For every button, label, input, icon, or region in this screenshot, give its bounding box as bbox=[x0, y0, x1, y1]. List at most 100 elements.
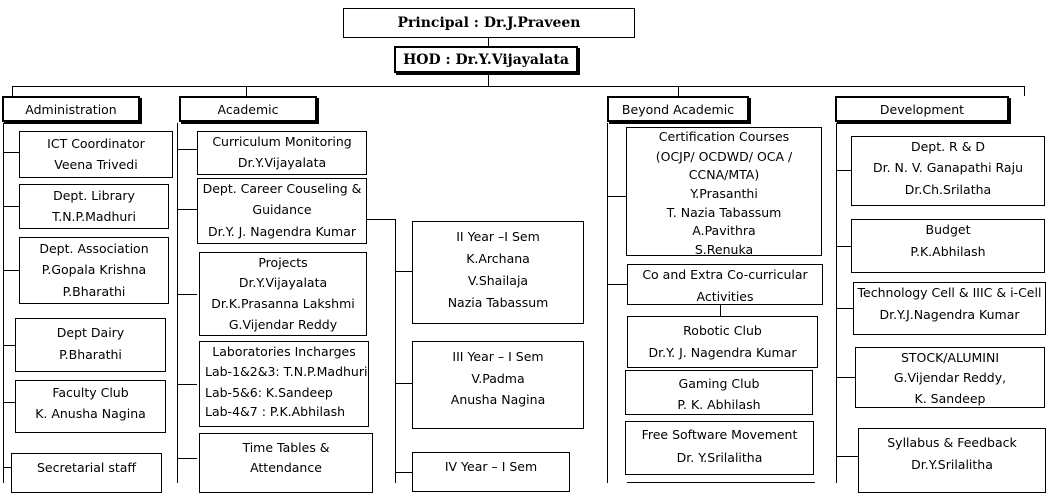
second-year-box: II Year –I Sem K.Archana V.Shailaja Nazi… bbox=[412, 221, 584, 324]
second-year-name-1: K.Archana bbox=[466, 251, 530, 266]
career-counseling-name: Dr.Y. J. Nagendra Kumar bbox=[207, 224, 356, 239]
academic-spine bbox=[177, 123, 178, 483]
connector bbox=[177, 209, 197, 210]
technology-cell-box: Technology Cell & IIIC & i-Cell Dr.Y.J.N… bbox=[853, 282, 1046, 335]
budget-name: P.K.Abhilash bbox=[910, 244, 986, 259]
hod-box: HOD : Dr.Y.Vijayalata bbox=[394, 46, 578, 73]
projects-name-2: Dr.K.Prasanna Lakshmi bbox=[211, 296, 355, 311]
connector bbox=[1024, 86, 1025, 96]
dept-dairy-name: P.Bharathi bbox=[59, 347, 122, 362]
dept-association-name-2: P.Bharathi bbox=[62, 284, 126, 299]
connector bbox=[177, 149, 197, 150]
development-header: Development bbox=[835, 96, 1009, 122]
co-curricular-title-1: Co and Extra Co-curricular bbox=[642, 267, 808, 282]
connector bbox=[367, 219, 395, 220]
technology-cell-title: Technology Cell & IIIC & i-Cell bbox=[857, 285, 1042, 300]
time-tables-box: Time Tables & Attendance bbox=[199, 433, 373, 493]
budget-box: Budget P.K.Abhilash bbox=[851, 219, 1045, 273]
syllabus-feedback-name: Dr.Y.Srilalitha bbox=[911, 457, 993, 472]
beyond-academic-spine bbox=[607, 123, 608, 483]
gaming-club-box: Gaming Club P. K. Abhilash bbox=[625, 370, 813, 415]
dept-rnd-box: Dept. R & D Dr. N. V. Ganapathi Raju Dr.… bbox=[851, 136, 1045, 206]
third-year-name-1: V.Padma bbox=[471, 371, 525, 386]
dept-association-name-1: P.Gopala Krishna bbox=[41, 262, 147, 277]
second-year-name-3: Nazia Tabassum bbox=[447, 295, 549, 310]
development-header-label: Development bbox=[879, 102, 965, 117]
dept-library-name: T.N.P.Madhuri bbox=[52, 209, 136, 224]
lab-line-1: Lab-1&2&3: T.N.P.Madhuri bbox=[205, 364, 368, 379]
third-year-name-2: Anusha Nagina bbox=[450, 392, 546, 407]
dept-dairy-box: Dept Dairy P.Bharathi bbox=[15, 318, 166, 372]
certification-line-6: A.Pavithra bbox=[692, 223, 756, 238]
certification-line-4: Y.Prasanthi bbox=[690, 186, 758, 201]
laboratories-incharges-box: Laboratories Incharges Lab-1&2&3: T.N.P.… bbox=[199, 341, 369, 427]
free-software-name: Dr. Y.Srilalitha bbox=[676, 450, 763, 465]
connector bbox=[678, 86, 679, 96]
budget-title: Budget bbox=[925, 222, 971, 237]
co-curricular-title-2: Activities bbox=[696, 289, 754, 304]
technology-cell-name: Dr.Y.J.Nagendra Kumar bbox=[879, 307, 1020, 322]
connector bbox=[3, 402, 15, 403]
certification-line-2: (OCJP/ OCDWD/ OCA / bbox=[655, 149, 793, 164]
fourth-year-title: IV Year – I Sem bbox=[444, 459, 538, 474]
projects-name-3: G.Vijendar Reddy bbox=[228, 317, 338, 332]
development-spine bbox=[836, 123, 837, 483]
dept-dairy-title: Dept Dairy bbox=[56, 325, 125, 340]
beyond-academic-header-label: Beyond Academic bbox=[621, 102, 735, 117]
laboratories-incharges-title: Laboratories Incharges bbox=[212, 344, 356, 359]
connector bbox=[836, 377, 855, 378]
certification-line-1: Certification Courses bbox=[658, 129, 790, 144]
gaming-club-name: P. K. Abhilash bbox=[677, 397, 761, 412]
certification-line-3: CCNA/MTA) bbox=[688, 167, 760, 182]
career-counseling-title-1: Dept. Career Couseling & bbox=[202, 181, 362, 196]
second-year-title: II Year –I Sem bbox=[456, 229, 540, 244]
fourth-year-box: IV Year – I Sem bbox=[412, 452, 570, 492]
secretarial-staff-title: Secretarial staff bbox=[36, 460, 137, 475]
curriculum-monitoring-title: Curriculum Monitoring bbox=[212, 134, 352, 149]
robotic-club-name: Dr.Y. J. Nagendra Kumar bbox=[648, 345, 797, 360]
connector bbox=[836, 456, 858, 457]
academic-header: Academic bbox=[179, 96, 317, 122]
academic-header-label: Academic bbox=[217, 102, 279, 117]
ict-coordinator-title: ICT Coordinator bbox=[47, 136, 145, 151]
certification-line-7: S.Renuka bbox=[694, 242, 754, 257]
robotic-club-title: Robotic Club bbox=[683, 323, 762, 338]
certification-line-5: T. Nazia Tabassum bbox=[666, 205, 782, 220]
connector bbox=[3, 270, 19, 271]
stock-alumini-title: STOCK/ALUMINI bbox=[900, 350, 1000, 365]
stock-alumini-name-1: G.Vijendar Reddy, bbox=[893, 370, 1007, 385]
principal-box: Principal : Dr.J.Praveen bbox=[343, 8, 635, 38]
connector bbox=[177, 294, 197, 295]
dept-library-title: Dept. Library bbox=[53, 188, 135, 203]
projects-title: Projects bbox=[258, 255, 308, 270]
connector bbox=[177, 384, 197, 385]
faculty-club-box: Faculty Club K. Anusha Nagina bbox=[15, 380, 166, 433]
syllabus-feedback-title: Syllabus & Feedback bbox=[887, 435, 1017, 450]
curriculum-monitoring-box: Curriculum Monitoring Dr.Y.Vijayalata bbox=[197, 131, 367, 175]
connector bbox=[395, 383, 412, 384]
connector bbox=[177, 458, 197, 459]
ict-coordinator-box: ICT Coordinator Veena Trivedi bbox=[19, 131, 173, 178]
third-year-title: III Year – I Sem bbox=[452, 349, 544, 364]
administration-header: Administration bbox=[2, 96, 140, 122]
secretarial-staff-box: Secretarial staff bbox=[11, 453, 162, 493]
free-software-title: Free Software Movement bbox=[641, 427, 798, 442]
third-year-box: III Year – I Sem V.Padma Anusha Nagina bbox=[412, 341, 584, 429]
robotic-club-box: Robotic Club Dr.Y. J. Nagendra Kumar bbox=[627, 316, 818, 368]
faculty-club-name: K. Anusha Nagina bbox=[35, 406, 146, 421]
career-counseling-title-2: Guidance bbox=[252, 202, 312, 217]
projects-name-1: Dr.Y.Vijayalata bbox=[238, 275, 328, 290]
main-horizontal-connector bbox=[12, 86, 1024, 87]
lab-line-3: Lab-4&7 : P.K.Abhilash bbox=[205, 404, 346, 419]
hod-label: HOD : Dr.Y.Vijayalata bbox=[403, 52, 569, 68]
years-spine bbox=[395, 219, 396, 483]
projects-box: Projects Dr.Y.Vijayalata Dr.K.Prasanna L… bbox=[199, 252, 367, 336]
faculty-club-title: Faculty Club bbox=[52, 385, 129, 400]
connector bbox=[836, 308, 853, 309]
connector bbox=[720, 305, 721, 316]
dept-association-title: Dept. Association bbox=[39, 241, 149, 256]
curriculum-monitoring-name: Dr.Y.Vijayalata bbox=[237, 155, 327, 170]
stock-alumini-box: STOCK/ALUMINI G.Vijendar Reddy, K. Sande… bbox=[855, 347, 1045, 408]
free-software-box: Free Software Movement Dr. Y.Srilalitha bbox=[625, 421, 814, 475]
dept-rnd-title: Dept. R & D bbox=[910, 139, 986, 154]
